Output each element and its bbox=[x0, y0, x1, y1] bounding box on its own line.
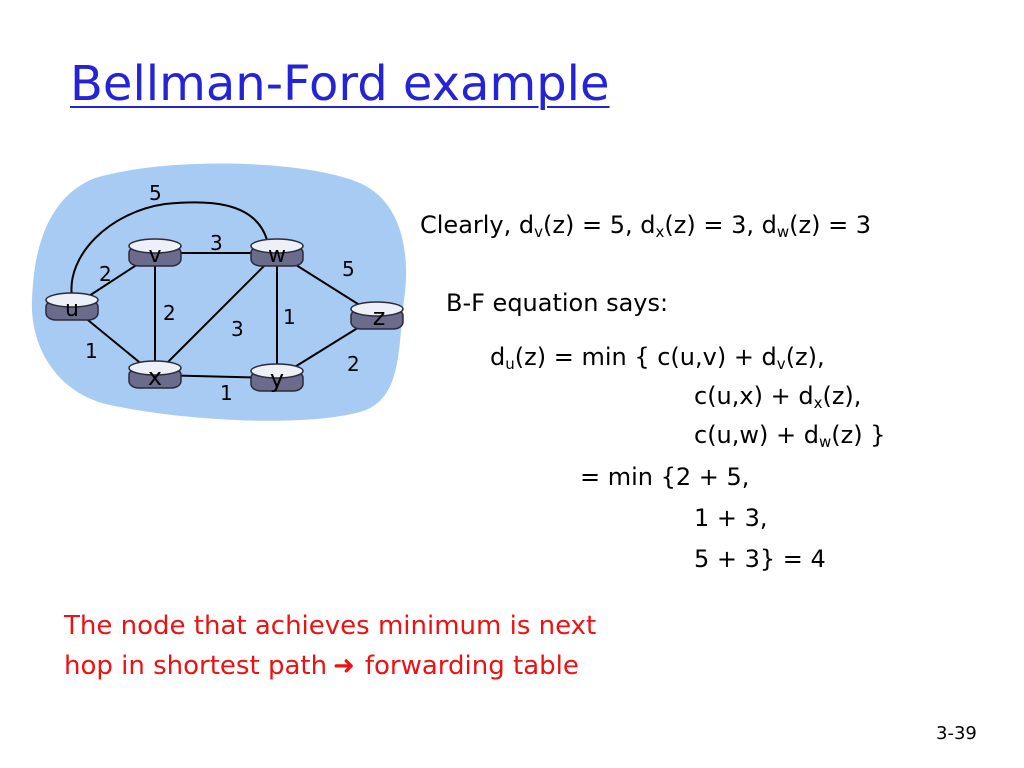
equation-intro: B-F equation says: bbox=[446, 289, 669, 317]
equation-line-6: 5 + 3} = 4 bbox=[694, 545, 826, 573]
router-label-v: v bbox=[148, 243, 161, 268]
router-u: u bbox=[45, 292, 99, 322]
edge-cost-u-v: 2 bbox=[99, 262, 112, 286]
router-label-u: u bbox=[65, 297, 79, 322]
edge-cost-u-w: 5 bbox=[149, 181, 162, 205]
router-w: w bbox=[250, 238, 304, 268]
edge-x-w bbox=[154, 252, 278, 376]
equation-line-5: 1 + 3, bbox=[694, 504, 768, 532]
router-label-z: z bbox=[373, 303, 386, 331]
slide-number: 3-39 bbox=[936, 723, 977, 744]
equation-line-3: c(u,w) + dw(z) } bbox=[694, 421, 886, 451]
slide-title: Bellman-Ford example bbox=[70, 56, 610, 112]
right-arrow-icon: ➜ bbox=[333, 651, 355, 681]
edge-cost-w-y: 1 bbox=[283, 305, 296, 329]
edge-cost-v-w: 3 bbox=[210, 231, 223, 255]
edge-cost-y-z: 2 bbox=[347, 352, 360, 376]
edge-cost-x-w: 3 bbox=[231, 317, 244, 341]
network-cloud bbox=[31, 163, 407, 421]
router-x: x bbox=[128, 360, 182, 391]
edge-cost-v-x: 2 bbox=[163, 301, 176, 325]
clearly-statement: Clearly, dv(z) = 5, dx(z) = 3, dw(z) = 3 bbox=[420, 211, 872, 241]
edge-cost-x-y: 1 bbox=[220, 381, 233, 405]
edge-cost-u-x: 1 bbox=[85, 339, 98, 363]
router-y: y bbox=[250, 363, 304, 393]
router-v: v bbox=[128, 238, 182, 268]
router-z: z bbox=[350, 301, 404, 331]
note-line-1: The node that achieves minimum is next bbox=[64, 611, 597, 641]
edge-u-w bbox=[70, 201, 268, 298]
equation-line-2: c(u,x) + dx(z), bbox=[694, 382, 862, 412]
router-label-w: w bbox=[268, 243, 286, 268]
equation-line-1: du(z) = min { c(u,v) + dv(z), bbox=[490, 343, 825, 373]
next-hop-note: The node that achieves minimum is next h… bbox=[64, 606, 596, 686]
edge-cost-w-z: 5 bbox=[342, 257, 355, 281]
router-label-y: y bbox=[270, 365, 284, 393]
equation-line-4: = min {2 + 5, bbox=[580, 463, 750, 491]
router-label-x: x bbox=[148, 363, 162, 391]
note-line-2: hop in shortest path➜forwarding table bbox=[64, 646, 596, 686]
